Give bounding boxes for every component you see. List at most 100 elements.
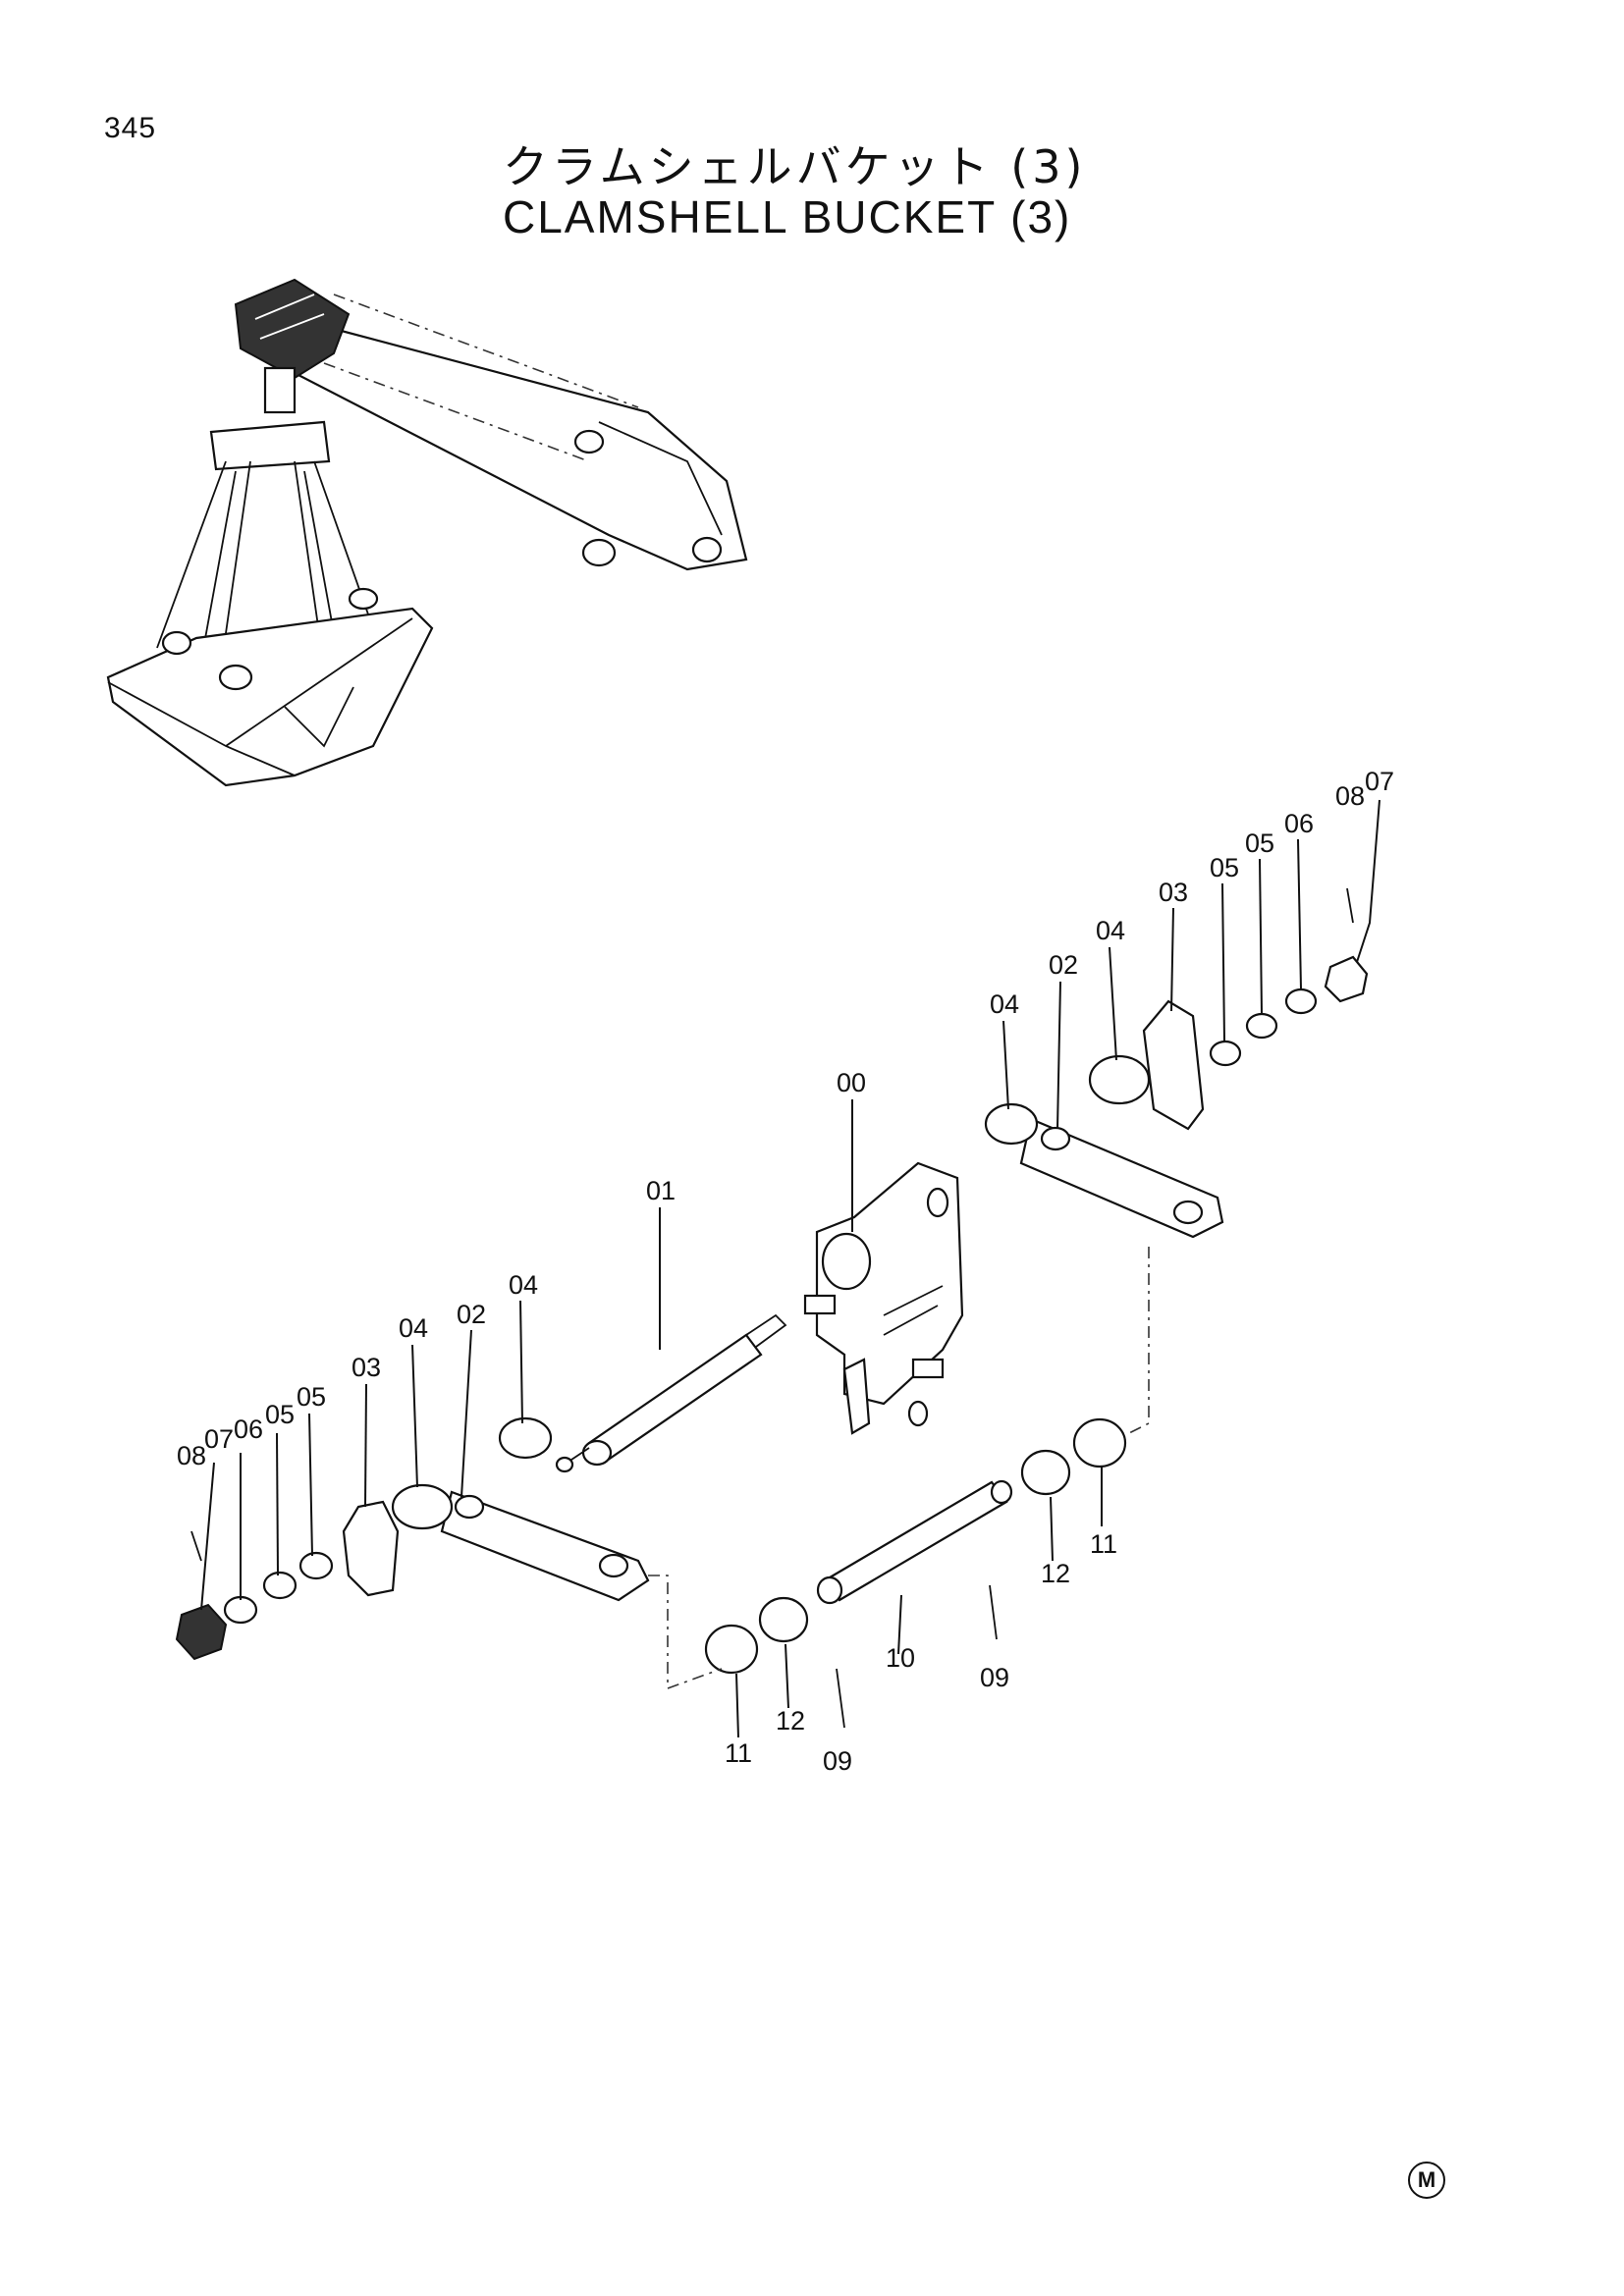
link-line-2 <box>323 362 590 462</box>
part-05-washer-left <box>298 1551 334 1580</box>
struts <box>156 460 374 668</box>
part-03-plate-right <box>1142 999 1205 1131</box>
part-02-hole-left-2 <box>598 1553 629 1578</box>
part-05-washer-left-2 <box>262 1571 298 1600</box>
leader-04-right <box>1002 1020 1009 1110</box>
part-08-pin-left <box>190 1530 202 1562</box>
part-00-slot <box>883 1285 944 1336</box>
leader-05-right <box>1221 882 1225 1041</box>
part-08-pin-right <box>1346 887 1354 924</box>
hanger <box>263 366 297 414</box>
part-04-washer-left <box>391 1483 454 1530</box>
part-10-pin <box>823 1480 1008 1602</box>
part-03-plate-left <box>342 1500 400 1597</box>
m-mark-symbol: M <box>1408 2162 1445 2199</box>
callout-01: 01 <box>646 1176 676 1205</box>
part-00-lug <box>842 1358 871 1435</box>
arm-body <box>293 327 748 571</box>
callout-05-right-2: 05 <box>1245 828 1274 858</box>
callout-08-left: 08 <box>177 1441 206 1470</box>
part-00-lower-hole <box>907 1400 929 1427</box>
callout-03-right: 03 <box>1159 878 1188 907</box>
page-title-english: CLAMSHELL BUCKET (3) <box>503 191 1072 242</box>
leader-02-right <box>1056 981 1061 1130</box>
leader-07-left <box>200 1462 215 1611</box>
top-frame <box>209 420 331 471</box>
callout-09-right: 09 <box>980 1663 1009 1692</box>
callout-07-left: 07 <box>204 1424 234 1454</box>
callout-10: 10 <box>886 1643 915 1673</box>
leader-06-right <box>1297 838 1302 990</box>
callout-08-right: 08 <box>1335 781 1365 811</box>
arm-end-pin <box>691 536 723 563</box>
leader-03-left <box>364 1383 367 1508</box>
callout-06-left: 06 <box>234 1415 263 1444</box>
part-00-bore <box>821 1232 872 1291</box>
part-02-hole-right <box>1040 1126 1071 1151</box>
callout-05-right: 05 <box>1210 853 1239 882</box>
part-10-pin-end-2 <box>990 1479 1013 1505</box>
callout-07-right: 07 <box>1365 767 1394 796</box>
callout-04-right-2: 04 <box>1096 916 1125 945</box>
part-04-washer-left-2 <box>498 1416 553 1460</box>
part-05-washer-right <box>1209 1040 1242 1067</box>
bucket-pin <box>218 664 253 691</box>
part-02-link-right <box>1019 1117 1224 1239</box>
part-02-hole-left <box>454 1494 485 1520</box>
part-00-hole <box>926 1187 949 1218</box>
part-01-pin <box>587 1333 763 1465</box>
leader-05-left <box>308 1413 313 1557</box>
part-01-pin-end <box>581 1439 613 1467</box>
bucket-shell <box>106 607 434 787</box>
leader-07-right <box>1356 799 1380 963</box>
leader-05-left-2 <box>276 1432 279 1576</box>
part-04-washer-right <box>984 1102 1039 1146</box>
leader-05-right-2 <box>1259 858 1263 1015</box>
bucket-edges <box>107 617 413 776</box>
leader-02-left <box>460 1329 472 1498</box>
callout-02-left: 02 <box>457 1300 486 1329</box>
leader-04-left-2 <box>519 1300 523 1424</box>
part-12-washer-left <box>758 1596 809 1643</box>
arm-pin <box>581 538 617 567</box>
callout-05-left: 05 <box>297 1382 326 1412</box>
part-10-pin-end <box>816 1575 843 1605</box>
leader-10 <box>897 1594 902 1655</box>
bucket-pin-2 <box>161 630 192 656</box>
part-02-hole-right-2 <box>1172 1200 1204 1225</box>
callout-12-right: 12 <box>1041 1559 1070 1588</box>
arm-top-pin <box>573 429 605 454</box>
part-00-key <box>803 1294 837 1315</box>
part-02-link-left <box>440 1490 650 1602</box>
callout-06-right: 06 <box>1284 809 1314 838</box>
callout-03-left: 03 <box>352 1353 381 1382</box>
bucket-pin-3 <box>348 587 379 611</box>
page-title-japanese: クラムシェルバケット (3) <box>503 140 1087 193</box>
assembly-line-right <box>1128 1247 1150 1434</box>
part-07-nut-right <box>1324 955 1369 1003</box>
bracket-detail <box>254 294 325 340</box>
arm-edge <box>598 421 723 536</box>
part-06-washer-left <box>223 1595 258 1625</box>
assembly-line-left <box>648 1575 723 1690</box>
callout-11-right: 11 <box>1090 1529 1117 1559</box>
part-06-washer-right <box>1284 988 1318 1015</box>
leader-11-left <box>735 1673 739 1738</box>
highlighted-bracket <box>234 278 351 380</box>
page-number: 345 <box>104 112 157 144</box>
callout-labels: 00 01 02 04 04 03 05 05 06 07 08 02 04 0… <box>177 767 1394 1776</box>
part-11-bushing-left <box>704 1624 759 1675</box>
leader-03-right <box>1170 907 1174 1012</box>
key-illustration-clamshell <box>106 278 748 787</box>
part-00-key-2 <box>911 1358 945 1379</box>
part-01-thread-end <box>555 1456 574 1473</box>
leader-04-left <box>411 1344 418 1488</box>
leader-lines <box>200 799 1380 1738</box>
part-11-bushing-right <box>1072 1417 1127 1468</box>
callout-05-left-2: 05 <box>265 1400 295 1429</box>
callout-12-left: 12 <box>776 1706 805 1735</box>
callout-04-left: 04 <box>399 1313 428 1343</box>
leader-04-right-2 <box>1109 946 1117 1061</box>
callout-04-left-2: 04 <box>509 1270 538 1300</box>
